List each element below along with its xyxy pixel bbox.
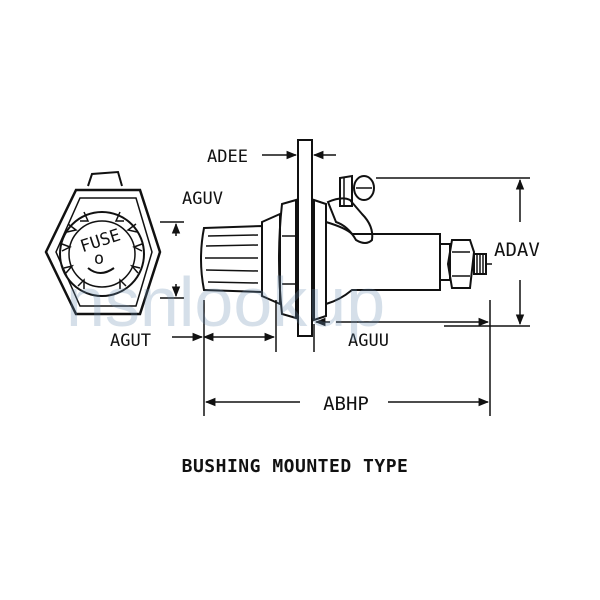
- label-adee: ADEE: [207, 147, 248, 167]
- side-terminal: [326, 197, 374, 244]
- label-aguu: AGUU: [348, 331, 389, 351]
- hex-nut-outline: [44, 188, 162, 316]
- watermark: nsnlookup: [66, 263, 385, 341]
- knurled-cap: [200, 224, 263, 294]
- fuse-cap-circle: [59, 211, 145, 297]
- panel-nut: [278, 198, 297, 320]
- side-view: [200, 139, 492, 337]
- label-adav: ADAV: [494, 239, 540, 261]
- lock-washer: [313, 198, 327, 322]
- fuse-cap-rating: o: [94, 249, 104, 269]
- mounting-panel: [297, 139, 313, 337]
- label-abhp: ABHP: [323, 393, 369, 415]
- diagram-caption: BUSHING MOUNTED TYPE: [182, 456, 409, 477]
- end-hex-nut: [446, 239, 476, 289]
- label-aguv: AGUV: [182, 189, 223, 209]
- fuse-cap-smile: [87, 267, 115, 274]
- label-agut: AGUT: [110, 331, 151, 351]
- end-view: FUSE o: [44, 170, 162, 316]
- dimensions: ADEE AGUV AGUT AGUU ABHP ADAV: [110, 147, 540, 416]
- holder-body: [325, 220, 441, 306]
- terminal-screw: [353, 175, 375, 201]
